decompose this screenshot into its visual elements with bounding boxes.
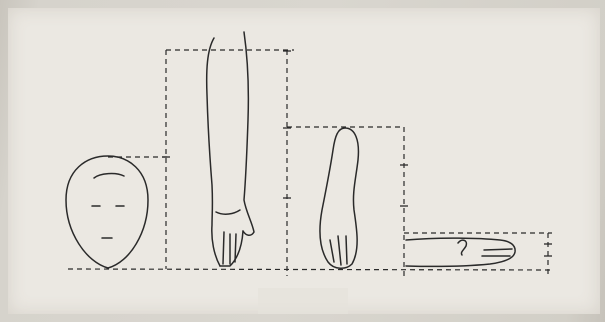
- head-outline: [66, 156, 148, 268]
- foot-sole-figure: [320, 128, 358, 268]
- hairline-mark: [94, 174, 124, 178]
- foot-side-figure: [406, 238, 515, 266]
- wrist-crease: [216, 210, 240, 214]
- head-figure: [66, 156, 148, 268]
- arm-outline-right: [243, 32, 254, 235]
- toe-lines: [330, 236, 347, 265]
- baseline-guide: [68, 269, 552, 270]
- arm-ticks: [162, 51, 291, 198]
- ankle-mark: [458, 240, 466, 255]
- arm-figure: [207, 32, 254, 266]
- arm-outline-left: [207, 38, 220, 266]
- foot-side-outline: [406, 238, 515, 266]
- finger-lines: [223, 232, 236, 264]
- toe-lines-side: [482, 249, 512, 256]
